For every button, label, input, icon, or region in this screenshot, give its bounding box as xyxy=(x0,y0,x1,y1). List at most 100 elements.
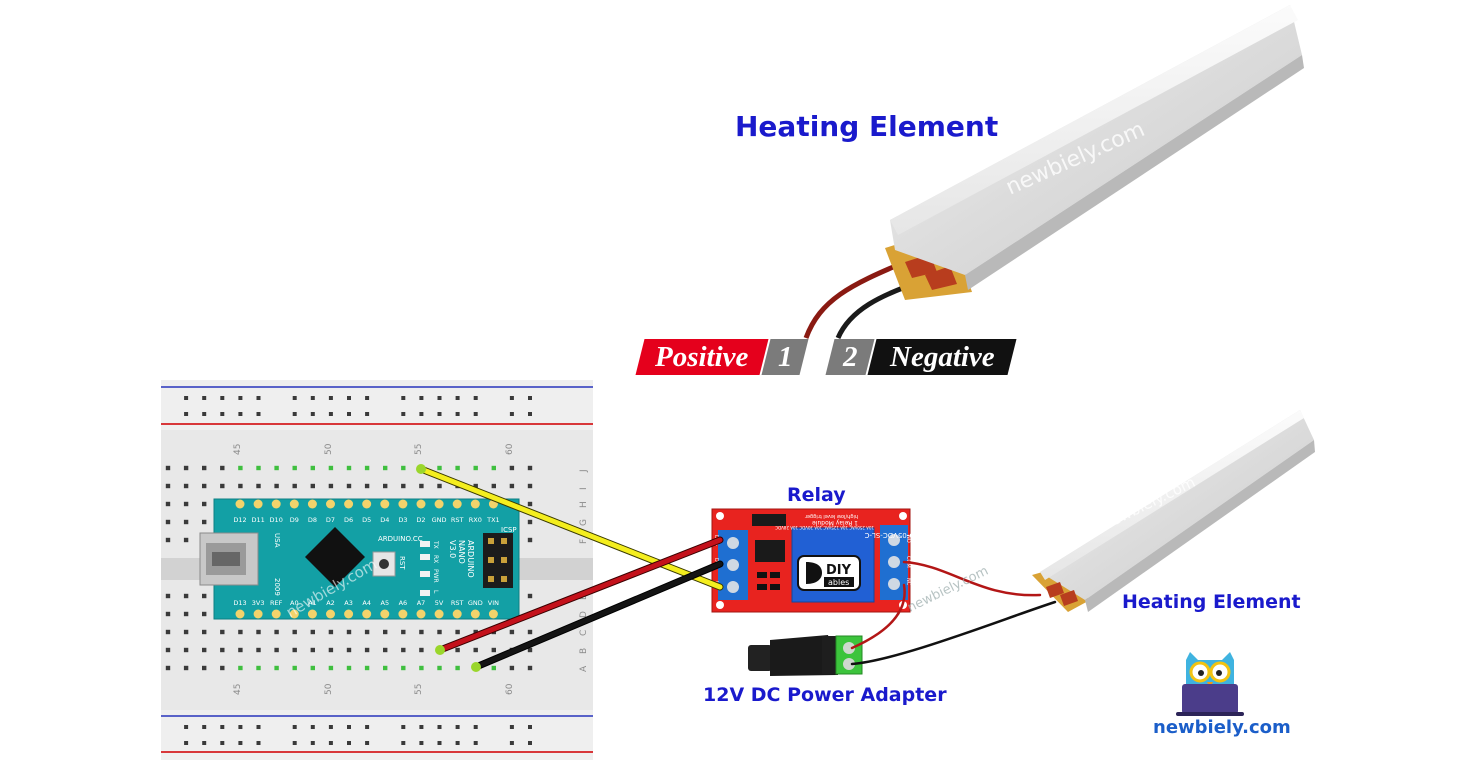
rail-hole xyxy=(437,396,442,400)
rail-hole xyxy=(184,412,189,416)
breadboard-hole xyxy=(383,483,388,489)
nano-pin-label: D12 xyxy=(233,516,246,524)
nano-pin-label: A4 xyxy=(362,599,371,607)
heating-element-small xyxy=(1032,410,1315,612)
nano-pin-top xyxy=(398,499,408,509)
wire-relay-to-heater-red xyxy=(902,560,1042,597)
nano-pin-bottom xyxy=(271,609,281,619)
negative-terminal-tag: Negative xyxy=(867,339,1017,375)
breadboard-hole xyxy=(364,483,370,489)
breadboard-hole xyxy=(238,483,243,489)
nano-pin-bottom xyxy=(452,609,462,619)
rail-hole xyxy=(292,396,297,400)
nano-pin-label: RST xyxy=(451,516,464,524)
breadboard-hole xyxy=(527,519,533,525)
nano-pin-label: GND xyxy=(468,599,483,607)
nano-pin-bottom xyxy=(235,609,245,619)
breadboard-hole xyxy=(274,465,279,471)
breadboard-hole xyxy=(473,647,478,653)
breadboard-hole xyxy=(346,629,352,635)
breadboard-hole xyxy=(183,629,189,635)
breadboard-hole xyxy=(437,629,442,635)
row-letter: C xyxy=(579,630,589,636)
breadboard-hole xyxy=(527,501,533,507)
icsp-header xyxy=(483,533,513,588)
rail-hole xyxy=(401,741,406,745)
nano-pin-top xyxy=(289,499,299,509)
power-adapter-label: 12V DC Power Adapter xyxy=(703,684,947,706)
breadboard-hole xyxy=(202,465,207,471)
rail-hole xyxy=(220,725,225,729)
breadboard-hole xyxy=(455,629,460,635)
wire-adapter-to-heater-black xyxy=(850,600,1057,666)
breadboard-hole xyxy=(256,665,261,671)
breadboard-hole xyxy=(527,647,533,653)
breadboard-hole xyxy=(527,665,533,671)
wires xyxy=(416,464,1057,672)
nano-pin-label: A7 xyxy=(417,599,426,607)
rail-hole xyxy=(455,412,460,416)
breadboard-hole xyxy=(419,483,424,489)
relay-label: Relay xyxy=(787,484,846,506)
rail-hole xyxy=(184,725,189,729)
rail-hole xyxy=(419,412,424,416)
column-number: 45 xyxy=(233,684,243,695)
breadboard-hole xyxy=(527,465,533,471)
nano-pin-label: D10 xyxy=(270,516,283,524)
watermark-relay: newbiely.com xyxy=(905,563,991,615)
breadboard-hole xyxy=(346,465,352,471)
rail-hole xyxy=(437,741,442,745)
rail-hole xyxy=(509,412,514,416)
rail-hole xyxy=(365,396,370,400)
nano-pin-top xyxy=(434,499,444,509)
breadboard-hole xyxy=(202,665,207,671)
breadboard-hole xyxy=(310,465,315,471)
breadboard-hole xyxy=(183,647,189,653)
nano-board-version: V3.0 xyxy=(448,540,457,558)
breadboard-hole xyxy=(437,483,442,489)
breadboard-hole xyxy=(292,647,297,653)
led-pwr-label: PWR xyxy=(432,569,439,583)
breadboard-hole xyxy=(401,465,406,471)
breadboard-hole xyxy=(401,647,406,653)
nano-pin-headers xyxy=(235,499,498,619)
rail-hole xyxy=(310,396,315,400)
nano-pin-label: RST xyxy=(451,599,464,607)
nano-usa-label: USA xyxy=(273,533,281,548)
column-number: 60 xyxy=(505,683,515,695)
rail-hole xyxy=(437,725,442,729)
breadboard-hole xyxy=(202,519,207,525)
nano-pin-label: D2 xyxy=(416,516,425,524)
breadboard-hole xyxy=(509,465,515,471)
breadboard-hole xyxy=(165,647,171,653)
rail-hole xyxy=(202,741,207,745)
breadboard-hole xyxy=(202,483,207,489)
rail-hole xyxy=(419,725,424,729)
rail-hole xyxy=(292,741,297,745)
rail-hole xyxy=(365,725,370,729)
nano-pin-label: A0 xyxy=(290,599,299,607)
rail-hole xyxy=(184,396,189,400)
rail-hole xyxy=(528,412,532,416)
nano-pin-label: REF xyxy=(270,599,283,607)
breadboard-hole xyxy=(310,665,315,671)
nano-pin-top xyxy=(452,499,462,509)
breadboard-hole xyxy=(202,501,207,507)
breadboard-hole xyxy=(419,647,424,653)
nano-pin-top xyxy=(326,499,335,509)
breadboard-hole xyxy=(165,611,171,617)
breadboard-hole xyxy=(364,465,370,471)
breadboard-hole xyxy=(165,593,171,599)
nano-rst-label: RST xyxy=(398,556,406,570)
nano-pin-label: RX0 xyxy=(469,516,482,524)
breadboard-hole xyxy=(509,665,515,671)
breadboard-hole xyxy=(455,465,460,471)
nano-board-name: ARDUINO xyxy=(466,540,475,578)
nano-pin-label: D5 xyxy=(362,516,371,524)
nano-pin-label: VIN xyxy=(488,599,499,607)
breadboard-hole xyxy=(491,483,496,489)
breadboard-hole xyxy=(364,647,370,653)
breadboard-hole xyxy=(202,647,207,653)
nano-pin-bottom xyxy=(488,609,498,619)
nano-pin-bottom xyxy=(362,609,372,619)
